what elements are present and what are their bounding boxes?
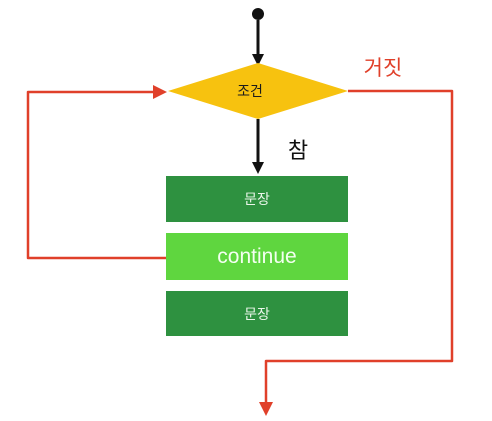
statement-label-1: 문장 xyxy=(244,192,270,208)
statement-label-2: 문장 xyxy=(244,306,270,323)
start-node xyxy=(252,8,264,20)
false-exit-arrow xyxy=(259,89,454,416)
continue-loop-arrow xyxy=(26,85,167,260)
false-label: 거짓 xyxy=(363,56,403,80)
condition-diamond xyxy=(168,63,348,119)
condition-label: 조건 xyxy=(237,84,263,100)
continue-label: continue xyxy=(217,244,297,268)
statement-box-1 xyxy=(166,176,348,222)
statement-box-2 xyxy=(166,291,348,336)
true-label: 참 xyxy=(287,139,309,164)
continue-box xyxy=(166,233,348,280)
